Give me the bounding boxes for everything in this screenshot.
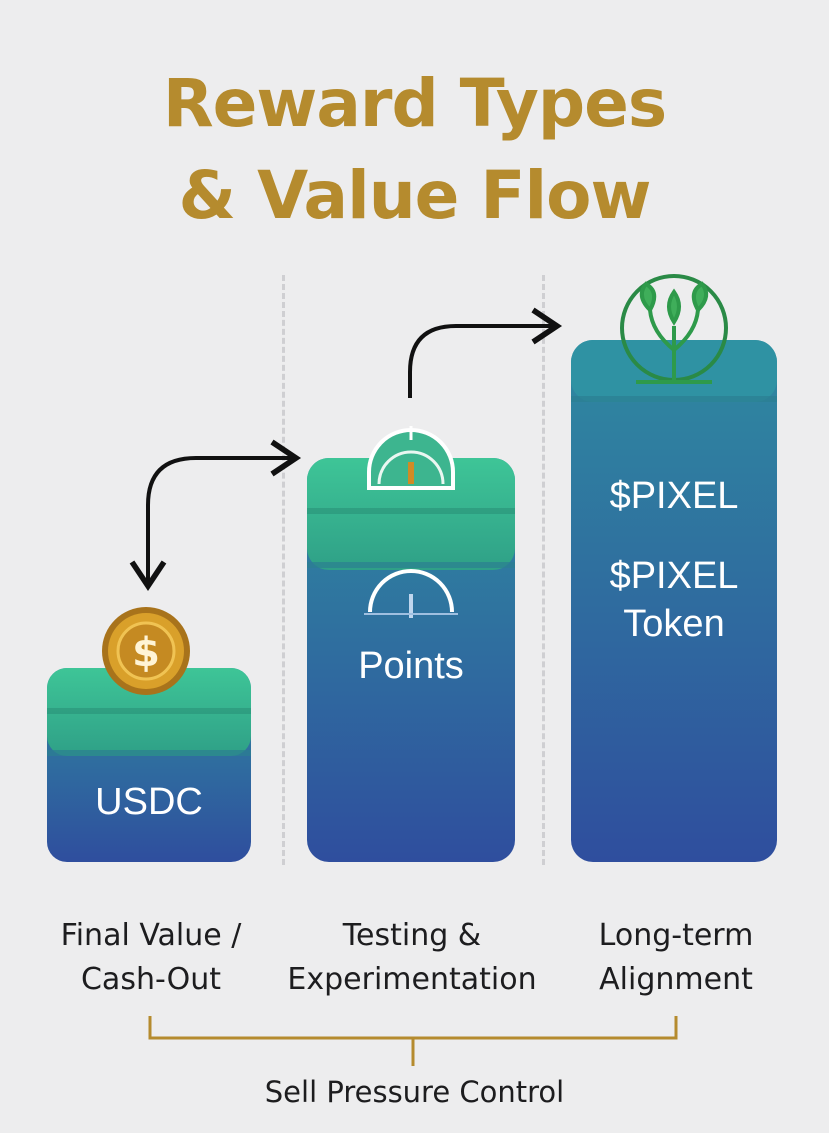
pixel-label-3: Token (571, 594, 777, 654)
caption-usdc-line-2: Cash-Out (20, 958, 282, 1002)
caption-usdc: Final Value / Cash-Out (20, 914, 282, 1002)
arrow-points-to-pixel (410, 326, 553, 398)
sell-pressure-bracket (150, 1016, 676, 1066)
caption-pixel-line-2: Alignment (548, 958, 804, 1002)
arrow-usdc-to-points (148, 458, 292, 582)
usdc-label: USDC (47, 772, 251, 832)
usdc-can (47, 668, 251, 862)
footer-label: Sell Pressure Control (0, 1070, 829, 1114)
caption-usdc-line-1: Final Value / (20, 914, 282, 958)
svg-text:$: $ (132, 630, 160, 676)
caption-pixel: Long-term Alignment (548, 914, 804, 1002)
sprout-icon (622, 276, 726, 382)
caption-points-line-2: Experimentation (270, 958, 554, 1002)
caption-points-line-1: Testing & (270, 914, 554, 958)
caption-points: Testing & Experimentation (270, 914, 554, 1002)
points-label: Points (307, 636, 515, 696)
dollar-coin-icon: $ (102, 607, 190, 695)
gauge-icon (369, 426, 453, 488)
pixel-label-1: $PIXEL (571, 466, 777, 526)
caption-pixel-line-1: Long-term (548, 914, 804, 958)
